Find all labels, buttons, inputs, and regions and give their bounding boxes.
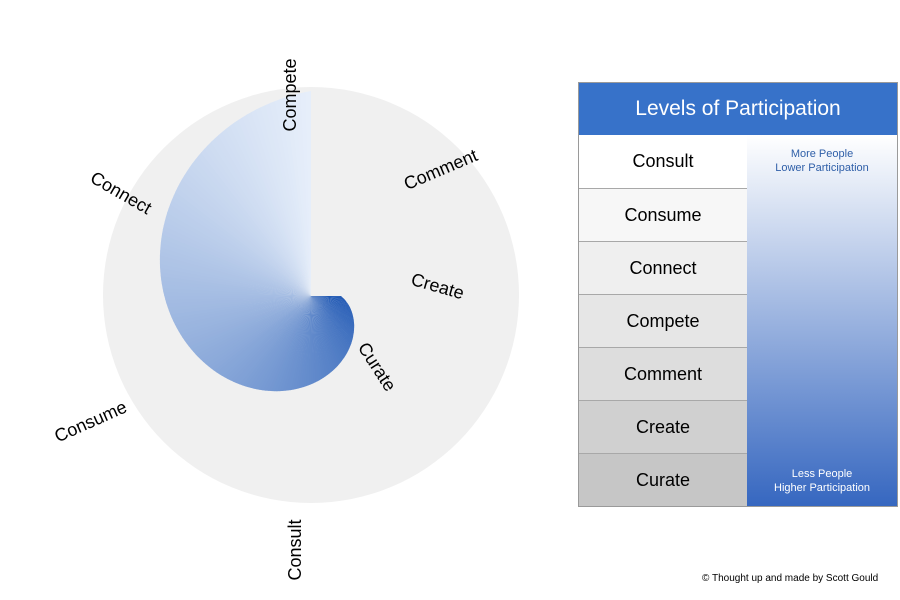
participation-spiral-diagram: Compete Comment Connect Create Curate Co… <box>51 58 519 581</box>
level-row-compete: Compete <box>579 294 747 347</box>
participation-gradient: More People Lower Participation Less Peo… <box>747 135 897 506</box>
note-bottom-line1: Less People <box>791 468 853 480</box>
level-row-comment: Comment <box>579 347 747 400</box>
level-row-connect: Connect <box>579 241 747 294</box>
level-row-curate: Curate <box>579 453 747 506</box>
note-less-people: Less People Higher Participation <box>747 467 897 495</box>
levels-column: Consult Consume Connect Compete Comment … <box>579 135 747 506</box>
note-more-people: More People Lower Participation <box>747 147 897 175</box>
levels-of-participation-table: Levels of Participation Consult Consume … <box>578 82 898 507</box>
note-bottom-line2: Higher Participation <box>774 482 870 494</box>
label-compete: Compete <box>280 58 300 131</box>
table-body: Consult Consume Connect Compete Comment … <box>579 135 897 506</box>
level-row-create: Create <box>579 400 747 453</box>
note-top-line1: More People <box>790 148 854 160</box>
table-title: Levels of Participation <box>579 83 897 135</box>
credit-text: © Thought up and made by Scott Gould <box>702 573 879 584</box>
label-consult: Consult <box>285 519 305 580</box>
level-row-consult: Consult <box>579 135 747 188</box>
level-row-consume: Consume <box>579 188 747 241</box>
label-consume: Consume <box>51 397 130 447</box>
note-top-line2: Lower Participation <box>775 162 869 174</box>
